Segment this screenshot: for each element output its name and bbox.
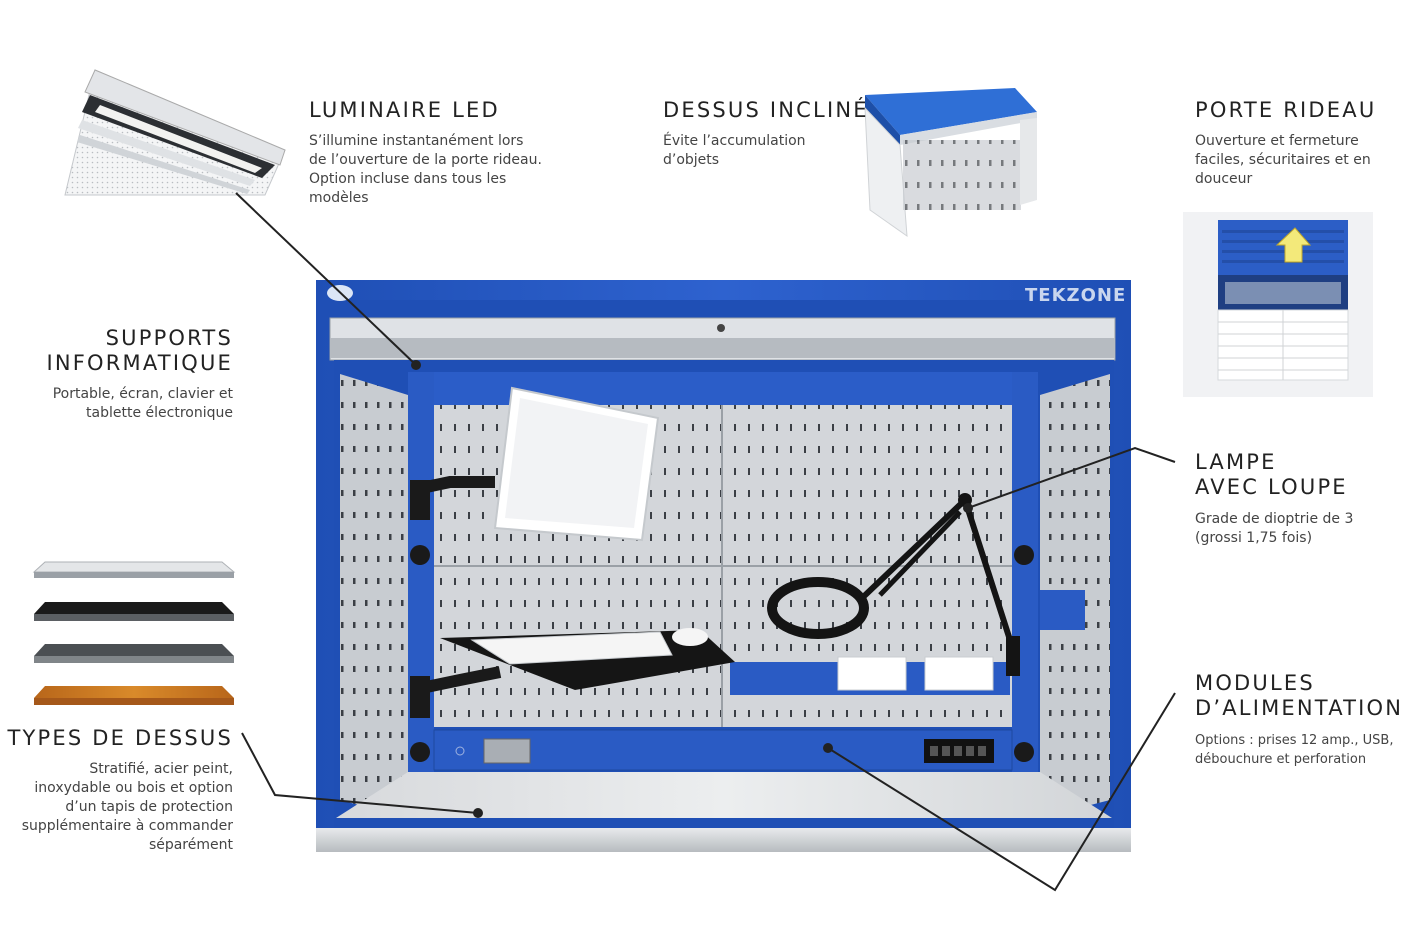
- led-luminaire-image: [64, 69, 286, 196]
- dessus-incline-title: DESSUS INCLINÉ: [663, 98, 869, 122]
- sloped-top-image: [864, 88, 1037, 238]
- porte-rideau-description: Ouverture et fermeture faciles, sécurita…: [1195, 133, 1371, 187]
- types-dessus-title: TYPES DE DESSUS: [7, 726, 233, 750]
- supports-description: Portable, écran, clavier et tablette éle…: [52, 386, 233, 421]
- porte-rideau-title: PORTE RIDEAU: [1195, 98, 1377, 122]
- roller-door-image: [1183, 212, 1373, 397]
- top-swatches: [32, 561, 236, 705]
- supports-title: SUPPORTS INFORMATIQUE: [46, 326, 233, 375]
- lampe-title: LAMPE AVEC LOUPE: [1195, 450, 1348, 499]
- tekzone-logo: TEKZONE: [1025, 285, 1126, 306]
- modules-title: MODULES D’ALIMENTATION: [1195, 671, 1404, 720]
- main-cabinet: [316, 280, 1131, 852]
- dessus-incline-description: Évite l’accumulation d’objets: [663, 133, 806, 168]
- lampe-description: Grade de dioptrie de 3 (grossi 1,75 fois…: [1195, 511, 1354, 546]
- luminaire-title: LUMINAIRE LED: [309, 98, 500, 122]
- types-dessus-description: Stratifié, acier peint, inoxydable ou bo…: [21, 761, 233, 853]
- callout-dots: [411, 360, 973, 818]
- luminaire-description: S’illumine instantanément lors de l’ouve…: [309, 133, 542, 206]
- modules-description: Options : prises 12 amp., USB, débouchur…: [1195, 733, 1394, 767]
- callout-lines: [235, 192, 1176, 892]
